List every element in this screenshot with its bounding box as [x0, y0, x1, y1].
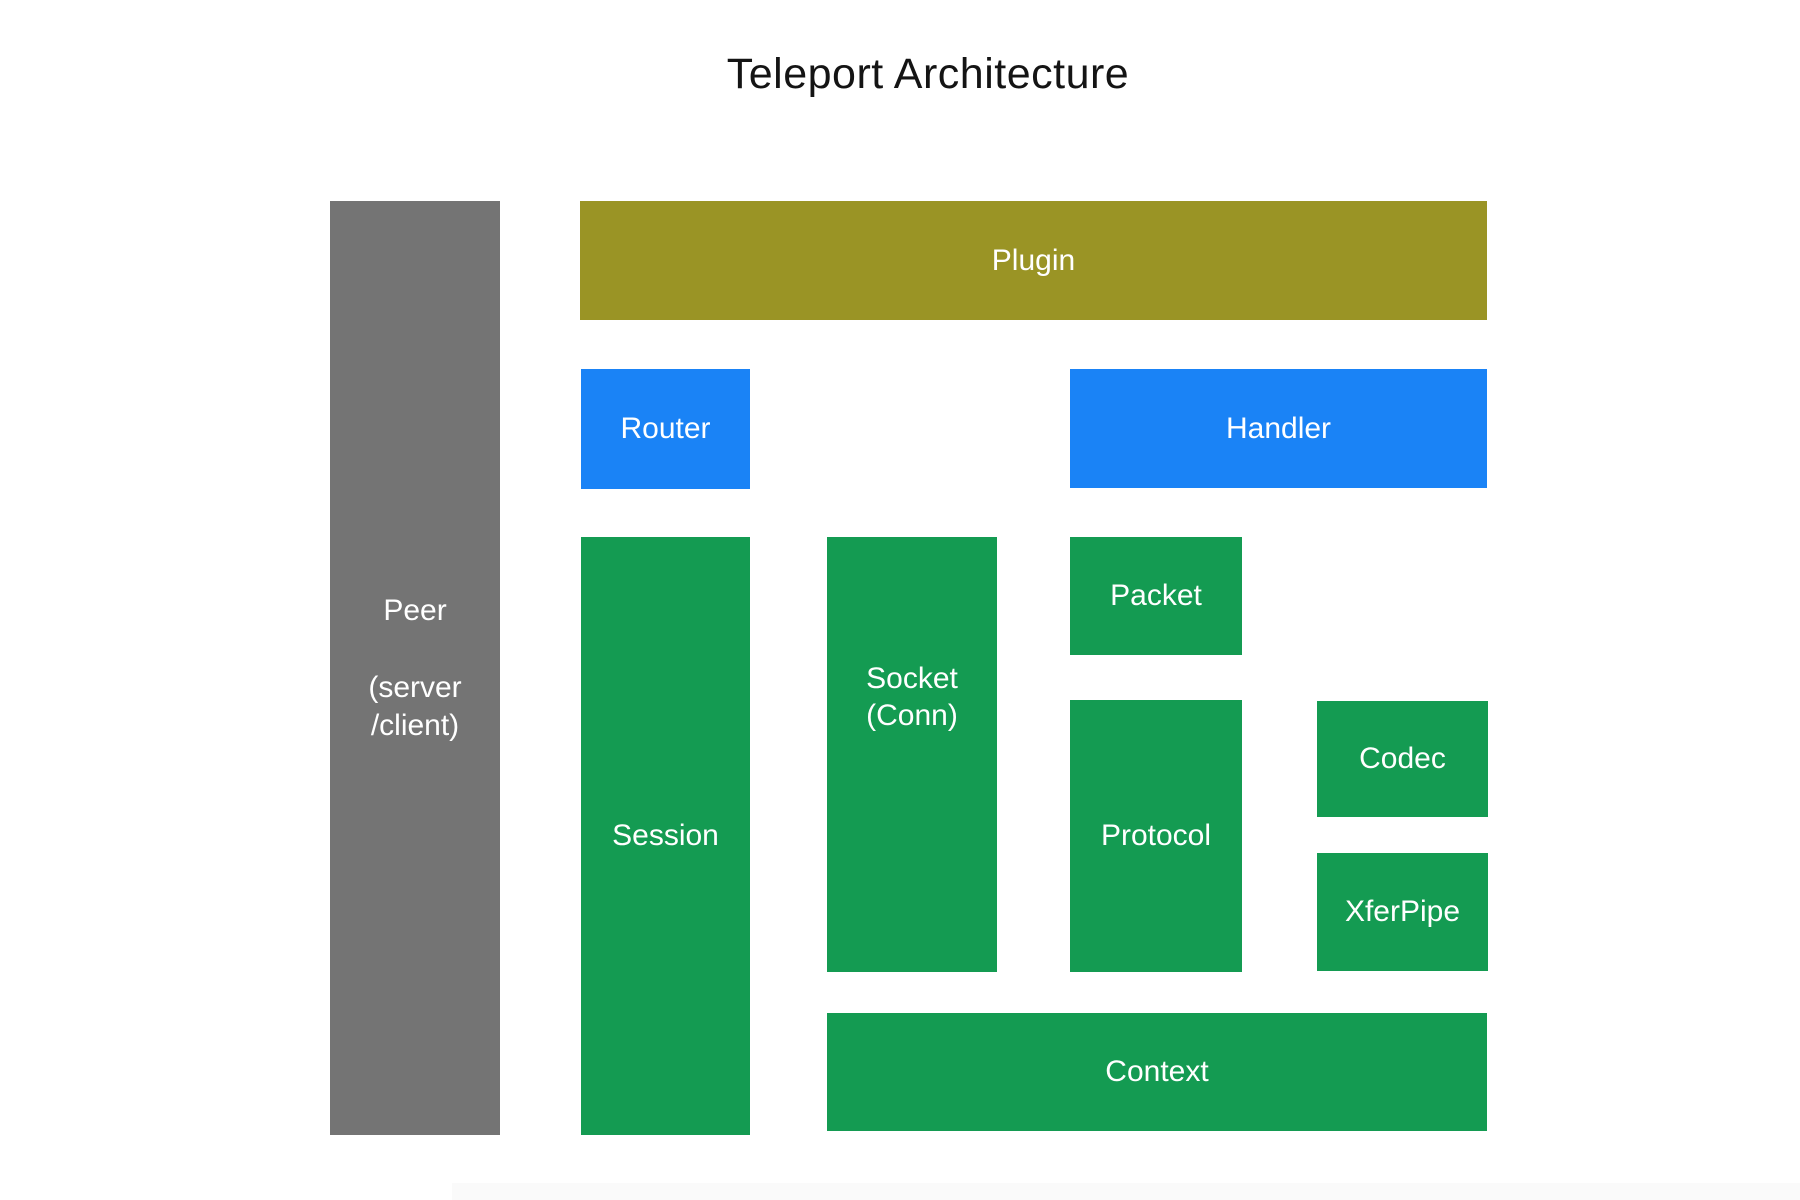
node-xferpipe: XferPipe: [1317, 853, 1488, 971]
bottom-edge-band: [452, 1183, 1800, 1200]
packet-label: Packet: [1110, 579, 1202, 613]
node-codec: Codec: [1317, 701, 1488, 817]
node-socket-conn: Socket (Conn): [827, 537, 997, 972]
peer-sublabel-client: /client): [370, 708, 460, 742]
node-session: Session: [581, 537, 750, 1135]
node-handler: Handler: [1070, 369, 1487, 488]
plugin-label: Plugin: [991, 243, 1076, 277]
node-peer: Peer (server /client): [330, 201, 500, 1135]
context-label: Context: [1105, 1055, 1209, 1089]
handler-label: Handler: [1225, 411, 1332, 445]
peer-sublabel-server: (server: [368, 671, 462, 705]
protocol-label: Protocol: [1100, 819, 1212, 853]
socket-label-block: Socket (Conn): [866, 660, 958, 735]
node-packet: Packet: [1070, 537, 1242, 655]
xferpipe-label: XferPipe: [1344, 895, 1461, 929]
session-label: Session: [612, 819, 719, 853]
page-title: Teleport Architecture: [726, 50, 1130, 98]
socket-sublabel-conn: (Conn): [866, 699, 958, 732]
node-protocol: Protocol: [1070, 700, 1242, 972]
node-context: Context: [827, 1013, 1487, 1131]
node-plugin: Plugin: [580, 201, 1487, 320]
peer-label: Peer: [383, 593, 447, 627]
router-label: Router: [620, 412, 711, 446]
codec-label: Codec: [1359, 742, 1446, 776]
socket-label: Socket: [866, 661, 958, 695]
node-router: Router: [581, 369, 750, 489]
